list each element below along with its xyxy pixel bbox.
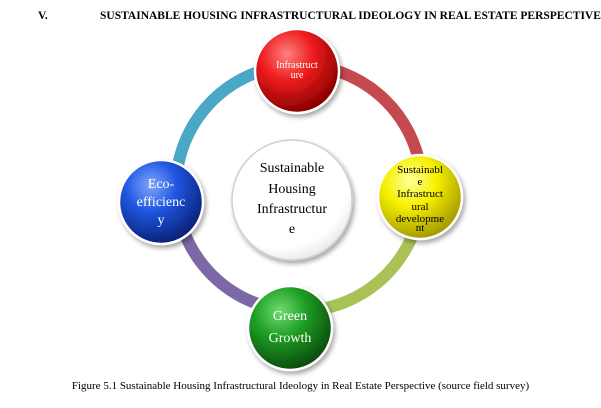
center-circle xyxy=(231,139,353,261)
node-label-line: y xyxy=(157,213,165,229)
node-label-line: ure xyxy=(290,70,304,81)
center-label-line: Infrastructur xyxy=(257,202,327,217)
node-label-line: Infrastruct xyxy=(397,188,443,201)
node-label-line: Green xyxy=(272,309,308,325)
center-label-line: e xyxy=(288,222,296,238)
node-label-line: developme xyxy=(395,212,445,225)
development-label: Sustainabl e Infrastruct ural developme … xyxy=(383,157,457,241)
development-node xyxy=(376,153,464,241)
figure-caption: Figure 5.1 Sustainable Housing Infrastru… xyxy=(71,380,530,392)
green-growth-node xyxy=(246,284,334,372)
node-label-line: Sustainabl xyxy=(397,163,443,176)
node-label-line: ural xyxy=(411,200,429,213)
section-title: SUSTAINABLE HOUSING INFRASTRUCTURAL IDEO… xyxy=(100,10,601,22)
green-growth-label: Green Growth xyxy=(252,305,328,351)
center-label: Sustainable Housing Infrastructur e xyxy=(240,155,344,245)
eco-efficiency-node xyxy=(117,158,205,246)
node-label-line: efficienc xyxy=(136,194,186,210)
section-number: V. xyxy=(38,10,48,22)
infrastructure-label: Infrastruct ure xyxy=(262,56,332,86)
center-label-line: Sustainable xyxy=(259,161,325,177)
node-label-line: Growth xyxy=(268,331,312,346)
eco-efficiency-label: Eco- efficienc y xyxy=(124,174,198,232)
node-label-line: Infrastruct xyxy=(276,59,318,71)
infrastructure-node xyxy=(253,27,341,115)
center-label-line: Housing xyxy=(268,181,316,197)
node-label-line: nt xyxy=(415,222,425,235)
node-label-line: e xyxy=(417,175,423,188)
node-label-line: Eco- xyxy=(147,176,175,192)
